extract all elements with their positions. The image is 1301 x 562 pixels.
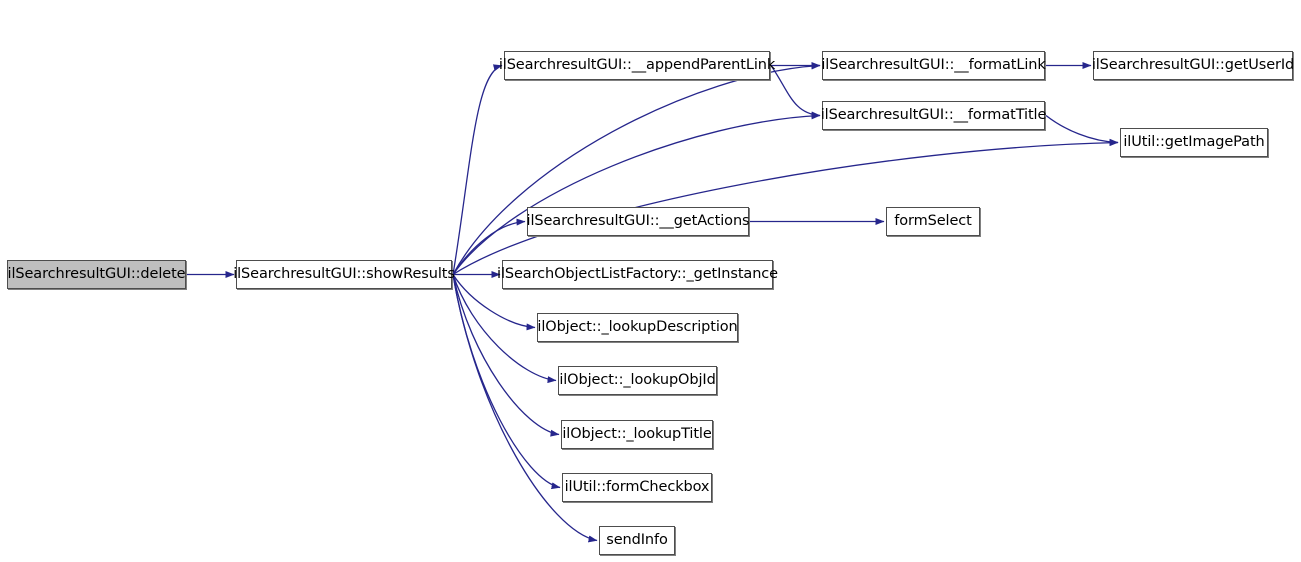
graph-node-formatTitle[interactable]: ilSearchresultGUI::__formatTitle (821, 101, 1046, 130)
graph-node-label: ilSearchresultGUI::__formatLink (821, 57, 1046, 74)
graph-node-label: ilSearchresultGUI::__getActions (526, 213, 750, 230)
graph-node-appendParentLink[interactable]: ilSearchresultGUI::__appendParentLink (499, 51, 775, 80)
graph-node-label: ilSearchresultGUI::showResults (233, 266, 455, 283)
graph-node-label: ilObject::_lookupDescription (537, 319, 738, 336)
graph-node-delete[interactable]: ilSearchresultGUI::delete (7, 260, 186, 289)
graph-edge-appendParentLink-to-formatTitle (770, 65, 821, 119)
graph-node-label: ilUtil::getImagePath (1123, 134, 1265, 151)
graph-node-label: ilUtil::formCheckbox (564, 479, 710, 496)
graph-edge-showResults-to-appendParentLink (452, 64, 503, 275)
graph-node-formSelect[interactable]: formSelect (886, 207, 980, 236)
graph-node-lookupTitle[interactable]: ilObject::_lookupTitle (561, 420, 713, 449)
graph-node-label: ilObject::_lookupTitle (562, 426, 712, 443)
graph-node-lookupObjId[interactable]: ilObject::_lookupObjId (558, 366, 717, 395)
graph-node-label: ilSearchresultGUI::__appendParentLink (498, 57, 776, 74)
graph-node-label: ilObject::_lookupObjId (559, 372, 716, 389)
graph-node-label: ilSearchresultGUI::__formatTitle (820, 107, 1047, 124)
graph-edge-showResults-to-formatLink (452, 62, 821, 275)
graph-edge-formatTitle-to-getImagePath (1045, 114, 1119, 146)
graph-node-showResults[interactable]: ilSearchresultGUI::showResults (233, 260, 455, 289)
graph-edge-showResults-to-formatTitle (452, 112, 821, 275)
graph-node-formatLink[interactable]: ilSearchresultGUI::__formatLink (821, 51, 1046, 80)
graph-node-getInstance[interactable]: ilSearchObjectListFactory::_getInstance (497, 260, 778, 289)
graph-edge-showResults-to-formCheckbox (452, 274, 561, 490)
graph-node-label: sendInfo (606, 532, 668, 549)
graph-node-getImagePath[interactable]: ilUtil::getImagePath (1120, 128, 1268, 157)
edge-paths (187, 62, 1119, 543)
graph-edge-showResults-to-lookupTitle (452, 274, 560, 437)
graph-node-getActions[interactable]: ilSearchresultGUI::__getActions (527, 207, 750, 236)
graph-node-lookupDescription[interactable]: ilObject::_lookupDescription (537, 313, 738, 342)
graph-node-label: formSelect (894, 213, 972, 230)
graph-node-label: ilSearchresultGUI::getUserId (1091, 57, 1295, 74)
graph-node-sendInfo[interactable]: sendInfo (599, 526, 675, 555)
graph-node-getUserId[interactable]: ilSearchresultGUI::getUserId (1092, 51, 1294, 80)
graph-node-label: ilSearchObjectListFactory::_getInstance (497, 266, 778, 283)
graph-node-label: ilSearchresultGUI::delete (7, 266, 186, 283)
graph-node-formCheckbox[interactable]: ilUtil::formCheckbox (562, 473, 712, 502)
